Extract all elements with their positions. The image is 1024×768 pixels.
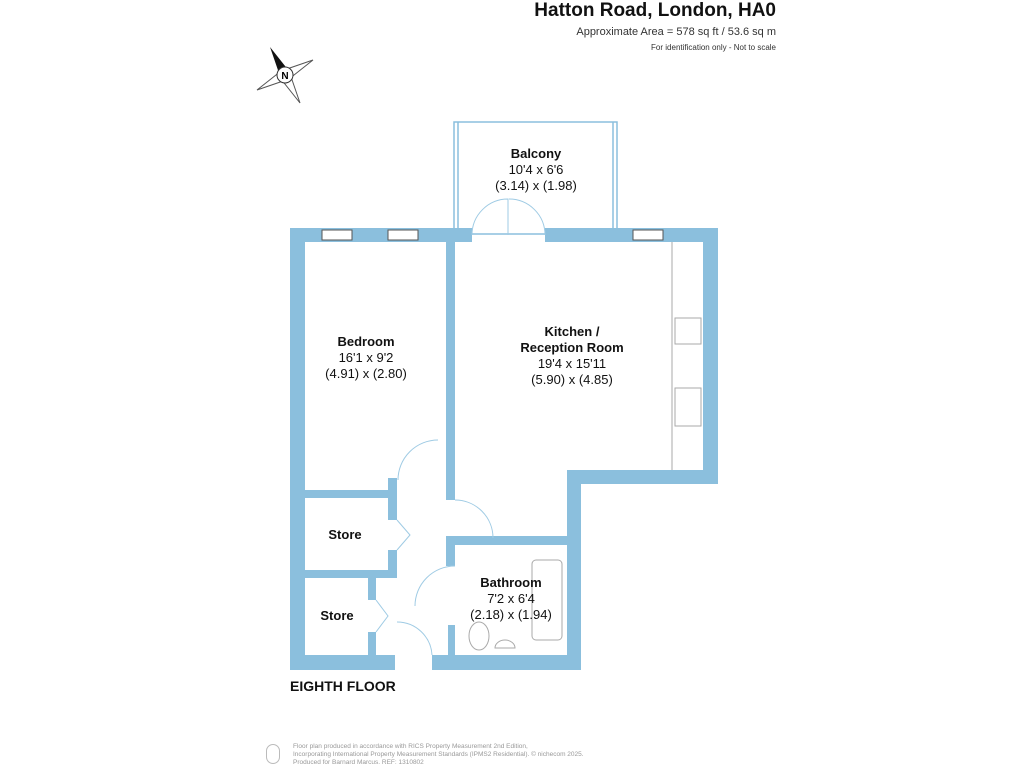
room-label-store: Store bbox=[328, 527, 362, 542]
floor-label: EIGHTH FLOOR bbox=[290, 678, 396, 694]
windows bbox=[321, 229, 664, 241]
fixtures bbox=[468, 242, 702, 651]
door-swings bbox=[375, 198, 546, 656]
person-icon bbox=[266, 744, 280, 764]
room-label-store: Store bbox=[320, 608, 354, 623]
compass-icon: N bbox=[256, 47, 314, 104]
balcony-outline bbox=[453, 121, 618, 235]
scale-note: For identification only - Not to scale bbox=[651, 43, 776, 52]
footer-note: Floor plan produced in accordance with R… bbox=[293, 743, 584, 766]
approximate-area: Approximate Area = 578 sq ft / 53.6 sq m bbox=[576, 26, 776, 38]
walls bbox=[290, 228, 718, 670]
compass-letter: N bbox=[281, 71, 288, 82]
property-title: Hatton Road, London, HA0 bbox=[534, 0, 776, 21]
